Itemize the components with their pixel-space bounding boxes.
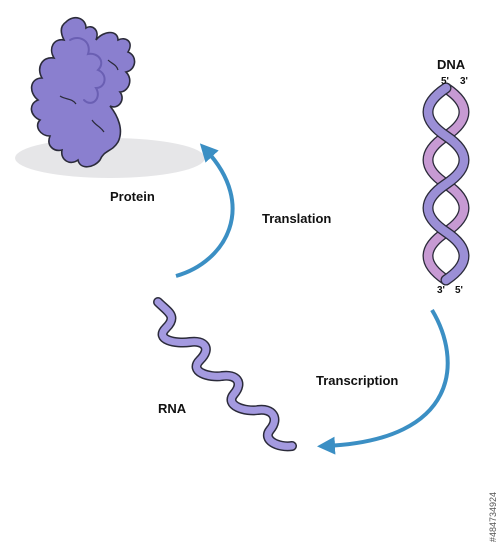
dna-end-bottom-left: 3' — [437, 285, 445, 296]
dna-strand-front-fill — [424, 83, 468, 285]
rna-label: RNA — [158, 401, 187, 416]
protein-crease-2 — [91, 119, 105, 133]
rna-strand-fill — [154, 298, 296, 450]
protein-crease-1 — [59, 95, 77, 105]
transcription-label: Transcription — [316, 373, 399, 388]
protein-label: Protein — [110, 189, 155, 204]
protein-crease-3 — [107, 59, 119, 71]
rna-illustration — [153, 297, 297, 452]
dna-label: DNA — [437, 57, 466, 72]
transcription-arrow — [317, 308, 450, 455]
translation-label: Translation — [262, 211, 332, 226]
dna-illustration — [422, 82, 470, 286]
dna-end-top-right: 3' — [460, 76, 468, 87]
dna-end-bottom-right: 5' — [455, 285, 463, 296]
protein-body — [30, 16, 136, 168]
dna-end-top-left: 5' — [441, 76, 449, 87]
protein-illustration — [15, 16, 205, 178]
protein-highlight — [69, 36, 106, 104]
central-dogma-diagram — [15, 16, 470, 455]
translation-arrow — [175, 143, 235, 278]
